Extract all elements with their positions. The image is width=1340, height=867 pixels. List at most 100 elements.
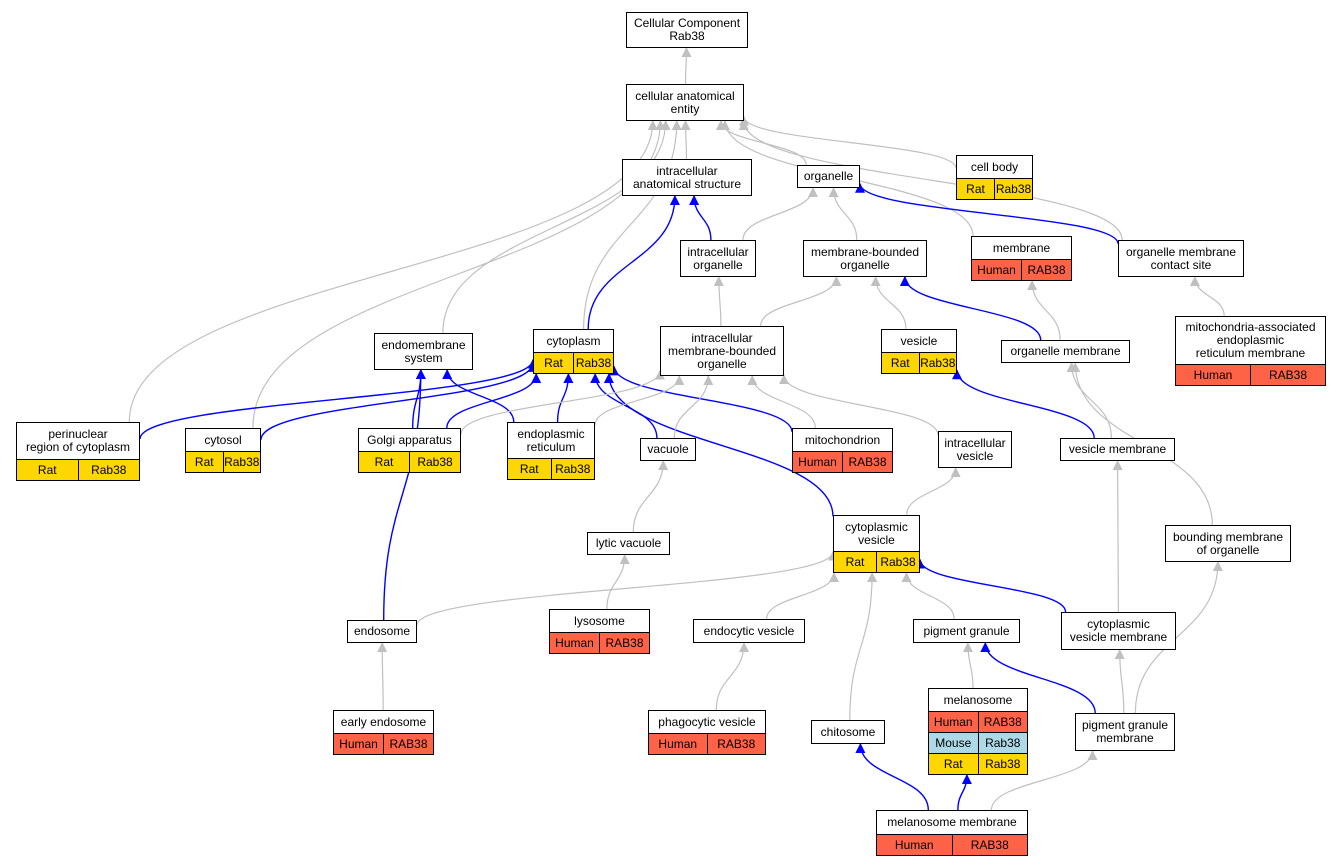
gene-cell: Rab38 (918, 353, 957, 373)
gene-cell: RAB38 (842, 452, 892, 472)
edge-vesmem-to-orgmem (1066, 362, 1112, 439)
gene-cell: RAB38 (599, 633, 649, 653)
term-node-imbo[interactable]: intracellular membrane-bounded organelle (660, 326, 784, 376)
term-label: pigment granule (923, 623, 1010, 638)
edge-cytves-to-ivesicle (906, 467, 961, 516)
term-node-vacuole[interactable]: vacuole (640, 438, 696, 461)
term-label: organelle (803, 169, 854, 183)
term-label: perinuclear region of cytoplasm (25, 427, 131, 454)
term-node-root[interactable]: Cellular Component Rab38 (626, 12, 748, 48)
term-label: intracellular organelle (687, 244, 749, 272)
gene-cell: RAB38 (1021, 260, 1071, 280)
species-cell: Rat (37, 462, 57, 477)
annotation-row: Rat Rab38 (882, 352, 956, 373)
edge-mito-to-imbo (747, 375, 816, 429)
edge-earlyendo-to-endosome (377, 642, 388, 711)
term-node-endomem[interactable]: endomembrane system (374, 333, 473, 370)
term-node-lytvac[interactable]: lytic vacuole (587, 532, 670, 555)
term-label: phagocytic vesicle (658, 714, 756, 729)
term-node-endosome[interactable]: endosome (347, 620, 417, 643)
edge-lysosome-to-lytvac (606, 554, 630, 610)
term-node-organelle[interactable]: organelle (797, 165, 860, 188)
edge-perinuc-to-cae (128, 120, 658, 423)
edge-cytoplasm-to-ias (587, 195, 680, 330)
term-label: lysosome (574, 613, 625, 628)
term-node-orgmem[interactable]: organelle membrane (1001, 340, 1130, 363)
edge-ias-to-cae (680, 120, 691, 160)
term-label: vesicle (900, 333, 938, 348)
term-node-omcs[interactable]: organelle membrane contact site (1118, 240, 1244, 277)
edge-er-to-imbo (594, 375, 685, 426)
term-label: intracellular membrane-bounded organelle (667, 330, 777, 371)
species-cell: Rat (890, 355, 910, 370)
term-node-cvm[interactable]: cytoplasmic vesicle membrane (1061, 612, 1176, 650)
term-label: organelle membrane contact site (1125, 244, 1237, 272)
term-node-vesmem[interactable]: vesicle membrane (1060, 438, 1175, 461)
term-label: cell body (970, 159, 1019, 174)
gene-cell: Rab38 (222, 452, 261, 472)
term-node-mam[interactable]: mitochondria-associated endoplasmic reti… (1175, 316, 1326, 386)
gene-cell: Rab38 (977, 733, 1028, 753)
edge-orgmem-to-membrane (1027, 280, 1061, 341)
term-label: vacuole (647, 442, 689, 456)
edge-orgmem-to-mbo (899, 276, 1042, 341)
edge-mito-to-cytoplasm (609, 365, 793, 433)
term-label: endosome (353, 624, 411, 638)
annotation-row: Rat Rab38 (17, 459, 139, 480)
term-node-ivesicle[interactable]: intracellular vesicle (938, 431, 1012, 468)
term-node-pgm[interactable]: pigment granule membrane (1075, 713, 1175, 751)
edge-er-to-endomem (442, 369, 515, 423)
edge-vacuole-to-imbo (673, 375, 714, 439)
gene-cell: Rab38 (409, 452, 460, 472)
term-label: cellular anatomical entity (635, 88, 735, 116)
term-label: cytoplasmic vesicle (845, 519, 908, 547)
gene-cell: RAB38 (383, 734, 433, 754)
term-label: endoplasmic reticulum (517, 426, 585, 454)
edge-pgm-to-cvm (1114, 649, 1125, 714)
gene-cell: Rab38 (550, 459, 595, 479)
gene-cell: Rab38 (77, 460, 140, 480)
species-cell: Rat (194, 454, 214, 469)
term-label: cytosol (204, 432, 242, 447)
term-node-endoves[interactable]: endocytic vesicle (693, 619, 805, 643)
species-cell: Human (658, 736, 698, 751)
term-label: Golgi apparatus (367, 432, 452, 447)
term-node-bmo[interactable]: bounding membrane of organelle (1165, 525, 1291, 562)
term-node-pgran[interactable]: pigment granule (913, 619, 1020, 643)
edge-mbo-to-organelle (828, 187, 858, 241)
species-cell: Human (894, 837, 934, 852)
term-label: mitochondrion (804, 432, 881, 447)
term-node-cae[interactable]: cellular anatomical entity (626, 84, 744, 121)
term-node-intorg[interactable]: intracellular organelle (680, 240, 756, 277)
term-node-chito[interactable]: chitosome (811, 720, 885, 744)
species-cell: Rat (374, 454, 394, 469)
edge-lytvac-to-vacuole (632, 460, 669, 533)
species-cell: Rat (845, 554, 865, 569)
term-node-mbo[interactable]: membrane-bounded organelle (803, 240, 927, 277)
edge-endoves-to-cytves (766, 572, 839, 620)
term-node-ias[interactable]: intracellular anatomical structure (622, 159, 752, 196)
term-label: lytic vacuole (595, 536, 662, 550)
